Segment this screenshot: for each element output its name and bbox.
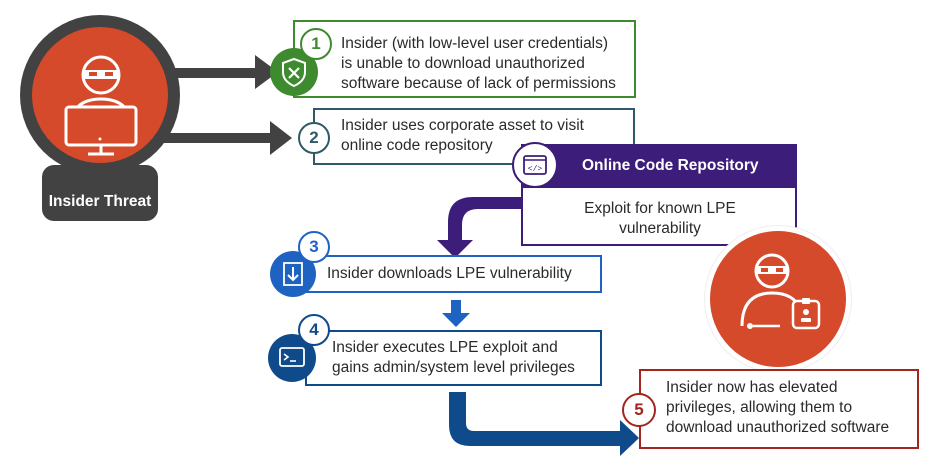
step5-text: Insider now has elevated privileges, all… (666, 378, 916, 438)
elevated-insider-circle (705, 226, 851, 372)
step1-line: is unable to download unauthorized (341, 55, 585, 72)
arrow-repo-to-step3 (437, 197, 535, 258)
step1-number: 1 (300, 28, 332, 60)
step1-line: software because of lack of permissions (341, 75, 616, 92)
repository-line: Exploit for known LPE (584, 200, 736, 217)
step5-number: 5 (622, 393, 656, 427)
arrow-step3-to-step4 (442, 300, 470, 327)
insider-threat-actor: Insider Threat (20, 15, 180, 225)
badge-icon (791, 298, 821, 330)
step3-number: 3 (298, 231, 330, 263)
hacker-icon (740, 253, 802, 329)
step2-line: Insider uses corporate asset to visit (341, 117, 584, 134)
step1-box (293, 20, 636, 98)
actor-label: Insider Threat (48, 193, 152, 210)
step5-line: Insider now has elevated (666, 379, 838, 396)
step5-line: download unauthorized software (666, 419, 890, 436)
step4-text: Insider executes LPE exploit and gains a… (332, 338, 600, 378)
svg-text:</>: </> (528, 165, 543, 174)
step1-text: Insider (with low-level user credentials… (341, 34, 633, 94)
repository-line: vulnerability (619, 220, 701, 237)
step2-box (313, 108, 635, 165)
arrow-to-step1 (150, 55, 278, 89)
step4-box (305, 330, 602, 386)
step4-line: gains admin/system level privileges (332, 359, 575, 376)
arrow-to-step2 (150, 121, 292, 155)
hacker-icon (68, 55, 134, 132)
repository-title: Online Code Repository (582, 157, 759, 174)
step4-line: Insider executes LPE exploit and (332, 339, 558, 356)
step3-box (305, 255, 602, 293)
repository-header (521, 144, 797, 188)
step2-line: online code repository (341, 137, 493, 154)
step5-box (639, 369, 919, 449)
step2-number: 2 (298, 122, 330, 154)
code-window-icon: </> (512, 142, 558, 188)
step2-text: Insider uses corporate asset to visit on… (341, 116, 631, 156)
step4-number: 4 (298, 314, 330, 346)
step1-line: Insider (with low-level user credentials… (341, 35, 609, 52)
computer-monitor-icon (64, 105, 138, 156)
step5-line: privileges, allowing them to (666, 399, 853, 416)
repository-text: Exploit for known LPE vulnerability (560, 199, 760, 239)
step3-line: Insider downloads LPE vulnerability (327, 265, 572, 282)
step3-text: Insider downloads LPE vulnerability (327, 264, 597, 284)
actor-label-tab (42, 165, 158, 221)
arrow-step4-to-step5 (449, 392, 639, 456)
